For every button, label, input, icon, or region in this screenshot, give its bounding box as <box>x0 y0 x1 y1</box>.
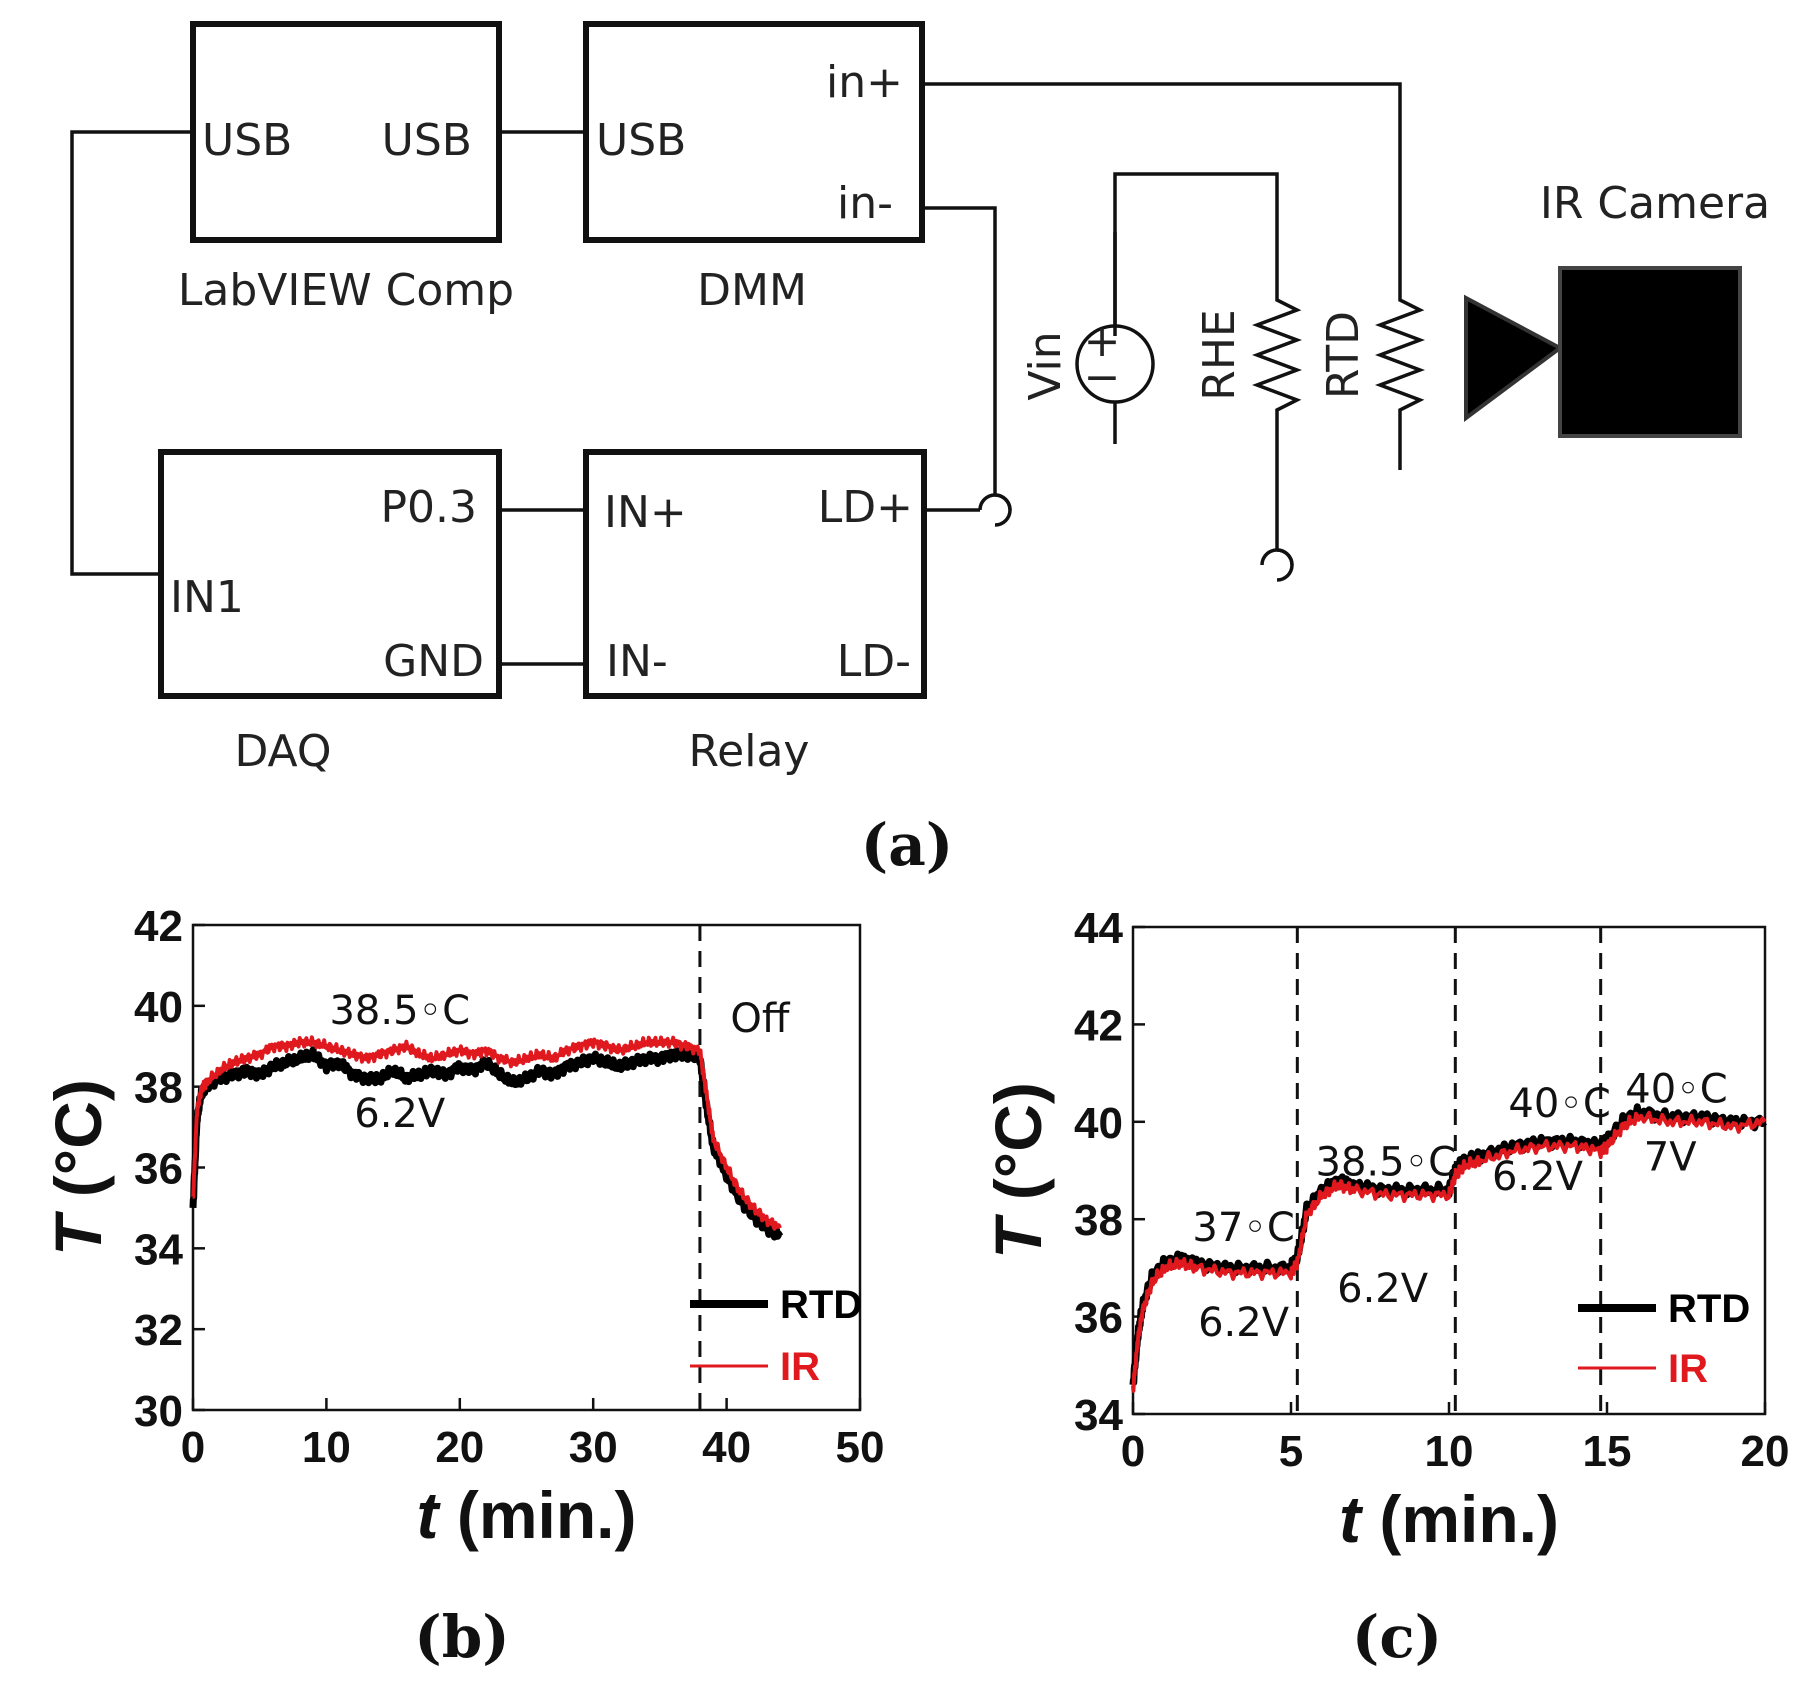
panel-label-c: (c) <box>1352 1603 1442 1671</box>
annotation: 7V <box>1644 1135 1697 1181</box>
x-tick-label: 0 <box>1121 1427 1145 1476</box>
y-axis-title: T (°C) <box>981 1082 1055 1259</box>
rhe-resistor <box>1252 240 1302 470</box>
source-minus: − <box>1084 352 1121 403</box>
daq-caption: DAQ <box>234 726 331 777</box>
x-tick-label: 0 <box>181 1423 205 1472</box>
y-tick-label: 40 <box>1074 1099 1123 1148</box>
x-tick-label: 30 <box>569 1423 618 1472</box>
daq-in1: IN1 <box>170 572 244 623</box>
annotation: 37◦C <box>1192 1205 1294 1251</box>
x-tick-label: 50 <box>836 1423 885 1472</box>
panel-label-a: (a) <box>861 811 953 879</box>
annotation: 6.2V <box>1198 1300 1290 1346</box>
annotation: 6.2V <box>1337 1266 1429 1312</box>
rtd-label: RTD <box>1318 311 1369 399</box>
series-line-ir <box>191 1035 782 1231</box>
y-tick-label: 38 <box>1074 1196 1123 1245</box>
legend-label: IR <box>780 1345 820 1389</box>
labview-usb-left: USB <box>202 115 292 166</box>
y-tick-label: 44 <box>1074 904 1123 953</box>
x-axis-title: t (min.) <box>1339 1482 1559 1556</box>
x-tick-label: 20 <box>1741 1427 1790 1476</box>
series-line-ir <box>1131 1110 1767 1393</box>
relay-caption: Relay <box>689 726 810 777</box>
x-tick-label: 10 <box>1425 1427 1474 1476</box>
annotation: 40◦C <box>1625 1066 1727 1112</box>
camera-body-icon <box>1558 266 1742 438</box>
y-tick-label: 30 <box>134 1387 183 1436</box>
source-plus: + <box>1084 316 1121 367</box>
relay-ld-minus: LD- <box>837 636 911 687</box>
labview-usb-right: USB <box>382 115 472 166</box>
annotation: 6.2V <box>354 1091 446 1137</box>
ir-camera <box>1464 266 1742 438</box>
y-tick-label: 42 <box>134 902 183 951</box>
labview-caption: LabVIEW Comp <box>178 265 514 316</box>
vin-label: Vin <box>1020 331 1071 400</box>
relay-in-minus: IN- <box>606 636 668 687</box>
chart-b: 0 10 20 30 40 50 30 32 34 36 38 40 42 t (min.) T (°C) 3… <box>41 902 884 1552</box>
dmm-in-minus: in- <box>837 178 893 229</box>
annotation: 6.2V <box>1492 1154 1584 1200</box>
rtd-resistor <box>1375 240 1425 470</box>
camera-lens-icon <box>1464 294 1564 422</box>
circuit-diagram <box>70 21 1425 699</box>
y-tick-label: 42 <box>1074 1001 1123 1050</box>
relay-block <box>583 449 927 699</box>
relay-ld-plus: LD+ <box>818 482 913 533</box>
dmm-in-plus: in+ <box>826 57 903 108</box>
y-tick-label: 34 <box>134 1225 183 1274</box>
x-tick-label: 15 <box>1583 1427 1632 1476</box>
x-axis-title: t (min.) <box>417 1478 637 1552</box>
legend-label: RTD <box>780 1283 862 1327</box>
y-tick-label: 36 <box>1074 1294 1123 1343</box>
dmm-usb: USB <box>596 115 686 166</box>
x-tick-label: 20 <box>435 1423 484 1472</box>
y-axis-title: T (°C) <box>41 1079 115 1256</box>
chart-c: 0 5 10 15 20 34 36 38 40 42 44 t (min.) T (°C) 37◦C 6.… <box>981 904 1789 1556</box>
annotation: Off <box>730 996 790 1042</box>
y-tick-label: 36 <box>134 1145 183 1194</box>
y-tick-label: 38 <box>134 1064 183 1113</box>
annotation: 40◦C <box>1508 1081 1610 1127</box>
rhe-label: RHE <box>1194 309 1245 400</box>
panel-label-b: (b) <box>414 1603 509 1671</box>
series-line-rtd <box>189 1046 784 1241</box>
wires <box>70 82 1402 666</box>
x-tick-label: 10 <box>302 1423 351 1472</box>
x-tick-label: 5 <box>1279 1427 1303 1476</box>
annotation: 38.5◦C <box>329 988 470 1034</box>
x-tick-label: 40 <box>702 1423 751 1472</box>
legend-label: RTD <box>1668 1287 1750 1331</box>
daq-gnd: GND <box>383 636 484 687</box>
legend-label: IR <box>1668 1347 1708 1391</box>
y-tick-label: 40 <box>134 983 183 1032</box>
dmm-caption: DMM <box>697 265 807 316</box>
camera-label: IR Camera <box>1540 178 1770 229</box>
relay-in-plus: IN+ <box>604 487 687 538</box>
annotation: 38.5◦C <box>1316 1139 1457 1185</box>
y-tick-label: 34 <box>1074 1391 1123 1440</box>
y-tick-label: 32 <box>134 1306 183 1355</box>
daq-p03: P0.3 <box>380 482 477 533</box>
